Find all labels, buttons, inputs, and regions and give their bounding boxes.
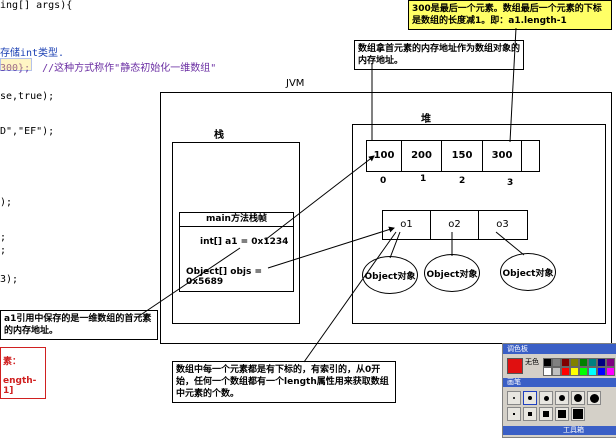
color-swatch[interactable] [579,367,588,376]
int-index-0: 0 [380,176,387,186]
brush-size-5[interactable] [571,391,585,405]
color-swatch[interactable] [597,367,606,376]
int-index-3: 3 [507,178,514,188]
color-swatch[interactable] [561,367,570,376]
brush-shape-4[interactable] [555,407,569,421]
frame-var-a1: int[] a1 = 0x1234 [200,237,289,247]
obj-array: o1 o2 o3 [382,210,528,240]
int-cell-1: 200 [402,141,442,171]
heap-title: 堆 [421,114,431,125]
obj-cell-0: o1 [383,211,431,239]
code-line: ; [0,232,7,243]
color-swatch[interactable] [588,367,597,376]
note-last-element: 300是最后一个元素。数组最后一个元素的下标是数组的长度减1。即：a1.leng… [408,0,612,30]
color-swatch[interactable] [579,358,588,367]
current-color[interactable] [507,358,523,374]
brush-shape-1[interactable] [507,407,521,421]
brush-size-2[interactable] [523,391,537,405]
stack-title: 栈 [214,130,224,141]
int-cell-2: 150 [442,141,483,171]
palette-bottom-title: 工具箱 [503,426,616,435]
brush-size-6[interactable] [587,391,601,405]
code-line: ing[] args){ [0,0,73,11]
main-frame: main方法栈帧 int[] a1 = 0x1234 Object[] objs… [179,212,294,292]
brush-size-1[interactable] [507,391,521,405]
int-index-1: 1 [420,174,427,184]
color-swatch[interactable] [606,358,615,367]
note-index-length: 数组中每一个元素都是有下标的，有索引的，从0开始，任何一个数组都有一个lengt… [172,361,396,403]
int-cell-3: 300 [483,141,522,171]
brush-shape-5[interactable] [571,407,585,421]
object-ellipse-3: Object对象 [500,253,556,291]
color-swatch[interactable] [606,367,615,376]
frame-title: main方法栈帧 [180,213,293,227]
color-swatch[interactable] [552,367,561,376]
object-ellipse-2: Object对象 [424,254,480,292]
color-swatch[interactable] [597,358,606,367]
brush-title: 画笔 [503,378,616,387]
code-line: 3); [0,274,19,285]
palette-title: 调色板 [503,344,616,354]
color-palette-window[interactable]: 调色板 无色 画笔 工具箱 [502,343,616,438]
color-swatch[interactable] [588,358,597,367]
obj-cell-1: o2 [431,211,479,239]
obj-cell-2: o3 [496,219,509,230]
note-heap-address: 数组拿首元素的内存地址作为数组对象的内存地址。 [354,40,524,70]
code-line: ); [0,197,13,208]
brush-size-3[interactable] [539,391,553,405]
int-index-2: 2 [459,176,466,186]
frame-var-objs: Object[] objs = 0x5689 [186,267,263,287]
color-swatch[interactable] [543,358,552,367]
int-cell-0: 100 [367,141,402,171]
color-swatch[interactable] [570,367,579,376]
left-red-text-2: ength-1] [3,376,37,396]
left-red-box: 素： ength-1] [0,347,46,399]
brush-shape-3[interactable] [539,407,553,421]
code-line: D","EF"); [0,126,55,137]
color-swatch[interactable] [543,367,552,376]
jvm-title: JVM [286,78,305,89]
color-swatch[interactable] [552,358,561,367]
code-line: ; [0,245,7,256]
left-red-text-1: 素： [3,357,22,367]
brush-shape-2[interactable] [523,407,537,421]
color-swatch[interactable] [570,358,579,367]
brush-size-4[interactable] [555,391,569,405]
none-color-label[interactable]: 无色 [525,358,539,366]
code-line: 300}; //这种方式称作"静态初始化一维数组" [0,63,217,74]
color-swatch[interactable] [561,358,570,367]
int-array: 100 200 150 300 [366,140,540,172]
object-ellipse-1: Object对象 [362,256,418,294]
code-line: se,true); [0,91,55,102]
code-highlight [0,58,32,71]
code-line: 存储int类型. [0,48,65,59]
note-a1-reference: a1引用中保存的是一维数组的首元素的内存地址。 [0,310,158,340]
